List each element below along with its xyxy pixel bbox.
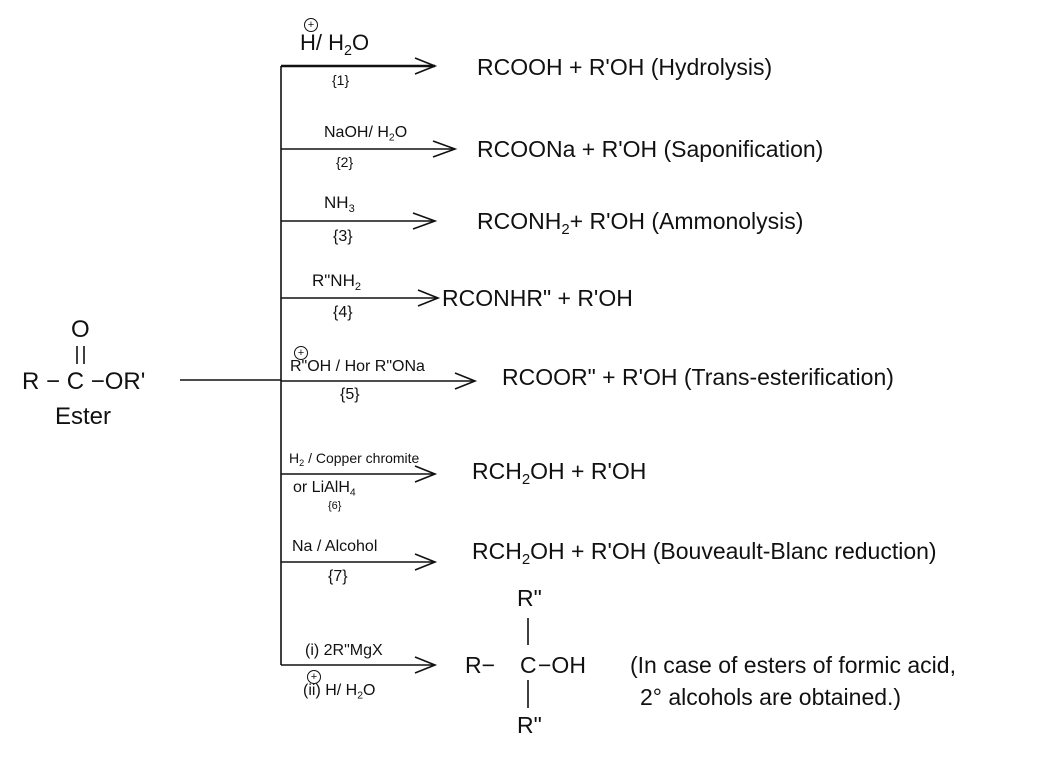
arrow-1 (281, 57, 438, 75)
t: + R'OH (Ammonolysis) (569, 208, 804, 234)
arrow-5 (281, 372, 478, 390)
product-7: RCH2OH + R'OH (Bouveault-Blanc reduction… (472, 538, 937, 568)
h-plus: H (300, 18, 318, 56)
reagent-1: H/ H2O (300, 18, 370, 59)
t: 3 (348, 202, 355, 215)
ester-r: R − C −OR' (22, 368, 145, 396)
carbon: C (66, 368, 85, 395)
label-4: {4} (333, 304, 353, 321)
alcohol-carbon: C (520, 652, 537, 678)
reagent-3: NH3 (324, 193, 355, 215)
t: / H (315, 30, 345, 55)
t: 2 (561, 221, 570, 239)
alcohol-r-top: R" (517, 585, 542, 611)
t: H (289, 450, 300, 466)
t: NaOH/ H (324, 124, 389, 141)
t: RCH (472, 538, 522, 564)
t: / H (336, 682, 358, 699)
t: or LiAlH (293, 479, 350, 496)
product-3: RCONH2+ R'OH (Ammonolysis) (477, 208, 803, 238)
t: OH + R'OH (530, 458, 647, 484)
t: (ii) H (303, 670, 337, 700)
or-group: −OR' (90, 368, 146, 395)
t: 2 (357, 690, 363, 702)
t: RCONH (477, 208, 562, 234)
arrow-8 (281, 656, 438, 674)
product-6: RCH2OH + R'OH (472, 458, 646, 488)
t: 2 (521, 471, 531, 489)
t: 2 (388, 132, 395, 144)
arrow-3 (281, 212, 438, 230)
alcohol-oh: −OH (538, 652, 586, 678)
reagent-2: NaOH/ H2O (324, 124, 407, 144)
reagent-4: R"NH2 (312, 271, 361, 293)
label-5: {5} (340, 386, 360, 403)
reagent-8a: (i) 2R"MgX (305, 642, 383, 659)
ester-label: Ester (55, 403, 112, 430)
label-1: {1} (332, 72, 350, 88)
label-6: {6} (328, 500, 342, 512)
arrow-4 (281, 289, 441, 307)
formic-note-1: (In case of esters of formic acid, (630, 652, 956, 678)
r-group: R (22, 368, 40, 395)
arrow-7 (281, 553, 438, 571)
product-5: RCOOR" + R'OH (Trans-esterification) (502, 364, 894, 390)
reagent-8b: (ii) H/ H2O (303, 670, 376, 702)
bond: − (46, 368, 61, 395)
product-1: RCOOH + R'OH (Hydrolysis) (477, 54, 773, 80)
t: 4 (349, 487, 356, 499)
t: 2 (354, 280, 362, 293)
t: / Copper chromite (308, 450, 420, 466)
alcohol-r-left: R− (465, 652, 496, 678)
t: RCH (472, 458, 522, 484)
h-plus: R"OH / H (290, 346, 356, 376)
t: 2 (344, 43, 352, 59)
label-7: {7} (328, 568, 348, 585)
product-2: RCOONa + R'OH (Saponification) (477, 136, 824, 162)
formic-note-2: 2° alcohols are obtained.) (640, 684, 902, 710)
t: 2 (299, 458, 305, 469)
reagent-6a: H2 / Copper chromite (289, 450, 419, 468)
t: NH (324, 193, 349, 212)
reagent-6b: or LiAlH4 (293, 479, 356, 499)
t: O (351, 30, 370, 55)
label-3: {3} (333, 228, 353, 245)
arrow-6 (281, 465, 438, 483)
t: 2 (521, 551, 531, 569)
reagent-5: R"OH / Hor R"ONa (290, 346, 425, 376)
t: OH + R'OH (Bouveault-Blanc reduction) (530, 538, 937, 564)
reagent-7: Na / Alcohol (292, 538, 378, 555)
alcohol-r-bottom: R" (517, 712, 542, 738)
arrow-2 (281, 140, 458, 158)
t: O (394, 124, 408, 141)
t: O (363, 682, 376, 699)
t: or R"ONa (356, 358, 425, 375)
ester-oxygen: O (71, 316, 90, 343)
label-2: {2} (336, 154, 354, 170)
t: R"NH (312, 271, 355, 290)
product-4: RCONHR" + R'OH (442, 285, 633, 311)
